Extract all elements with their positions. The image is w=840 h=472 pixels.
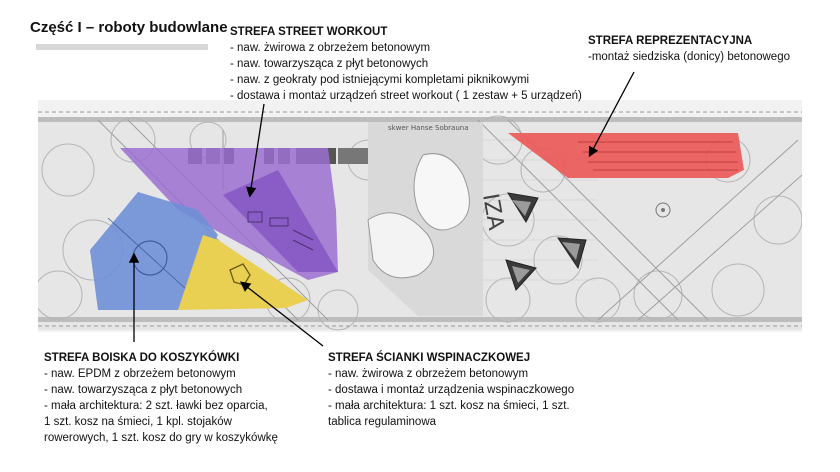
title-underline [36, 44, 208, 50]
zone-basketball-line: - naw. EPDM z obrzeżem betonowym [44, 368, 236, 380]
workout-equipment [247, 211, 314, 251]
zone-basketball-line: - mała architektura: 2 szt. ławki bez op… [44, 400, 268, 412]
site-plan: skwer Hanse Sobrauna IZA [38, 100, 802, 332]
zone-climbing-line: tablica regulaminowa [328, 416, 437, 428]
zone-basketball-line: rowerowych, 1 szt. kosz do gry w koszykó… [44, 432, 278, 444]
zone-street-workout-line: - naw. żwirowa z obrzeżem betonowym [230, 42, 431, 54]
representative-seating-lines [578, 141, 738, 171]
zone-climbing-line: - mała architektura: 1 szt. kosz na śmie… [328, 400, 570, 412]
climbing-wall-shape [229, 263, 251, 286]
zone-street-workout-line: - dostawa i montaż urządzeń street worko… [230, 90, 582, 102]
zone-representative-area [508, 133, 744, 178]
zone-basketball-heading: STREFA BOISKA DO KOSZYKÓWKI [44, 352, 240, 364]
zone-basketball-line: - naw. towarzysząca z płyt betonowych [44, 384, 243, 396]
zone-representative-line: -montaż siedziska (donicy) betonowego [588, 51, 790, 63]
page-title: Część I – roboty budowlane [30, 19, 228, 36]
zone-street-workout-line: - naw. towarzysząca z płyt betonowych [230, 58, 429, 70]
zone-basketball-callout: STREFA BOISKA DO KOSZYKÓWKI - naw. EPDM … [44, 350, 278, 446]
arrow-street-workout [246, 103, 265, 198]
zone-street-workout-line: - naw. z geokraty pod istniejącymi kompl… [230, 74, 530, 86]
zone-basketball-line: 1 szt. kosz na śmieci, 1 kpl. stojaków [44, 416, 232, 428]
top-street-band [38, 117, 802, 122]
dark-planters [505, 192, 587, 291]
plan-round-feature [655, 202, 671, 218]
zone-climbing-area [178, 235, 308, 310]
plan-round-feature-center [661, 208, 665, 212]
zone-street-workout-heading: STREFA STREET WORKOUT [230, 26, 388, 38]
arrow-climbing [239, 281, 324, 347]
zone-climbing-callout: STREFA ŚCIANKI WSPINACZKOWEJ - naw. żwir… [328, 350, 574, 430]
basketball-court-line [107, 217, 199, 301]
zone-representative-heading: STREFA REPREZENTACYJNA [588, 35, 753, 47]
zone-representative-callout: STREFA REPREZENTACYJNA -montaż siedziska… [588, 33, 790, 65]
arrow-representative [588, 71, 635, 158]
zone-climbing-heading: STREFA ŚCIANKI WSPINACZKOWEJ [328, 352, 531, 364]
zone-street-workout-callout: STREFA STREET WORKOUT - naw. żwirowa z o… [230, 24, 582, 104]
bottom-street-band [38, 317, 802, 322]
zone-climbing-line: - dostawa i montaż urządzenia wspinaczko… [328, 384, 575, 396]
plaza-island-2 [367, 212, 435, 279]
plan-label-square: skwer Hanse Sobrauna [388, 124, 469, 132]
plaza-island-1 [413, 153, 470, 231]
zone-climbing-line: - naw. żwirowa z obrzeżem betonowym [328, 368, 529, 380]
zone-basketball-court [90, 192, 218, 310]
